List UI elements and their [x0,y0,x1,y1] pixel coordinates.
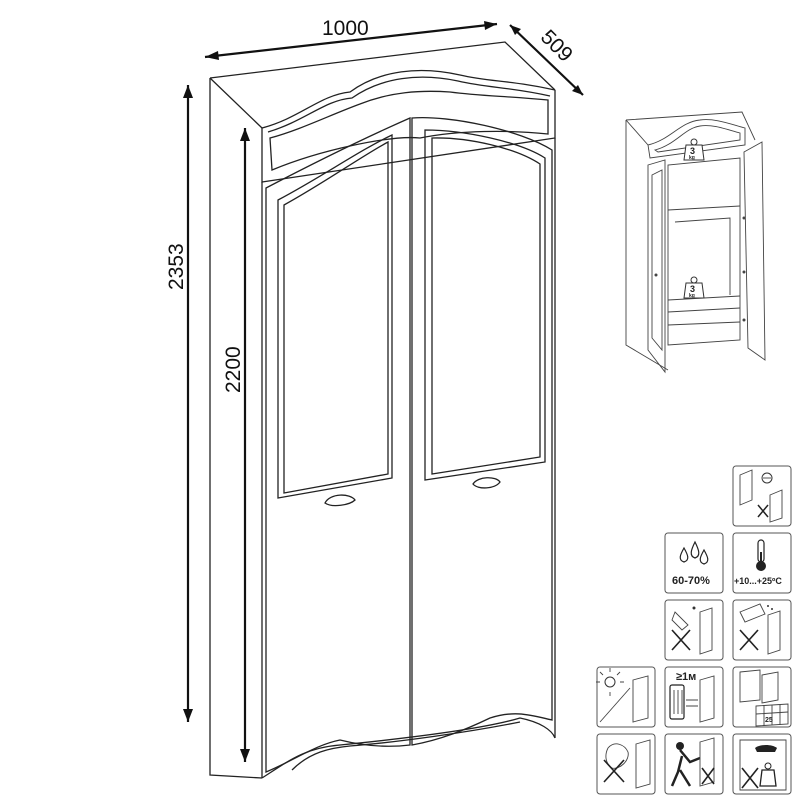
left-door-handle [324,494,356,507]
no-direct-sunlight-icon [596,666,656,728]
right-door [411,116,553,746]
right-door-handle [472,477,501,489]
plinth-inner [291,721,521,771]
left-door-panel [277,133,393,499]
thermometer-icon: +10...+25ºC [732,532,792,594]
no-water-spray-icon [664,599,724,661]
left-door-glass [283,140,389,494]
top-panel [209,41,556,91]
lower-shelf-load: 3 kg [683,276,705,299]
heater-distance-icon: ≥1м [664,666,724,728]
svg-text:kg: kg [689,155,695,161]
width-label: 1000 [322,17,369,40]
right-door-glass [431,137,541,475]
right-door-panel [424,129,546,481]
wardrobe-drawing [209,41,556,779]
distance-label: ≥1м [676,671,696,683]
open-wardrobe-thumbnail: 3 kg 3 kg [625,111,766,374]
dimension-width: 1000 [204,17,498,60]
svg-text:3: 3 [690,284,695,294]
no-pushing-icon [664,733,724,795]
depth-label: 509 [536,25,577,66]
no-abrasive-cleaning-icon [596,733,656,795]
temperature-label: +10...+25ºC [734,576,782,586]
door-height-label: 2200 [222,346,245,393]
no-overload-icon [732,733,792,795]
svg-text:kg: kg [689,293,695,299]
assembly-layout-icon: 25 [732,666,792,728]
humidity-label: 60-70% [672,575,710,587]
cornice-inner [267,76,551,133]
side-panel [209,78,263,779]
svg-text:3: 3 [690,146,695,156]
cornice-molding [269,90,549,171]
upper-shelf-load: 3 kg [683,138,705,161]
side-top-edge [209,77,263,129]
plinth-curve [261,717,556,779]
no-chemical-cleaning-icon [732,599,792,661]
door-adjust-icon [732,465,792,527]
cornice-arch [261,69,556,129]
cornice-front [261,90,556,183]
dimension-door-height: 2200 [222,128,250,762]
dimension-total-height: 2353 [165,85,193,722]
floor-scale-label: 25 [765,717,773,724]
humidity-drops-icon: 60-70% [664,532,724,594]
total-height-label: 2353 [165,243,188,290]
